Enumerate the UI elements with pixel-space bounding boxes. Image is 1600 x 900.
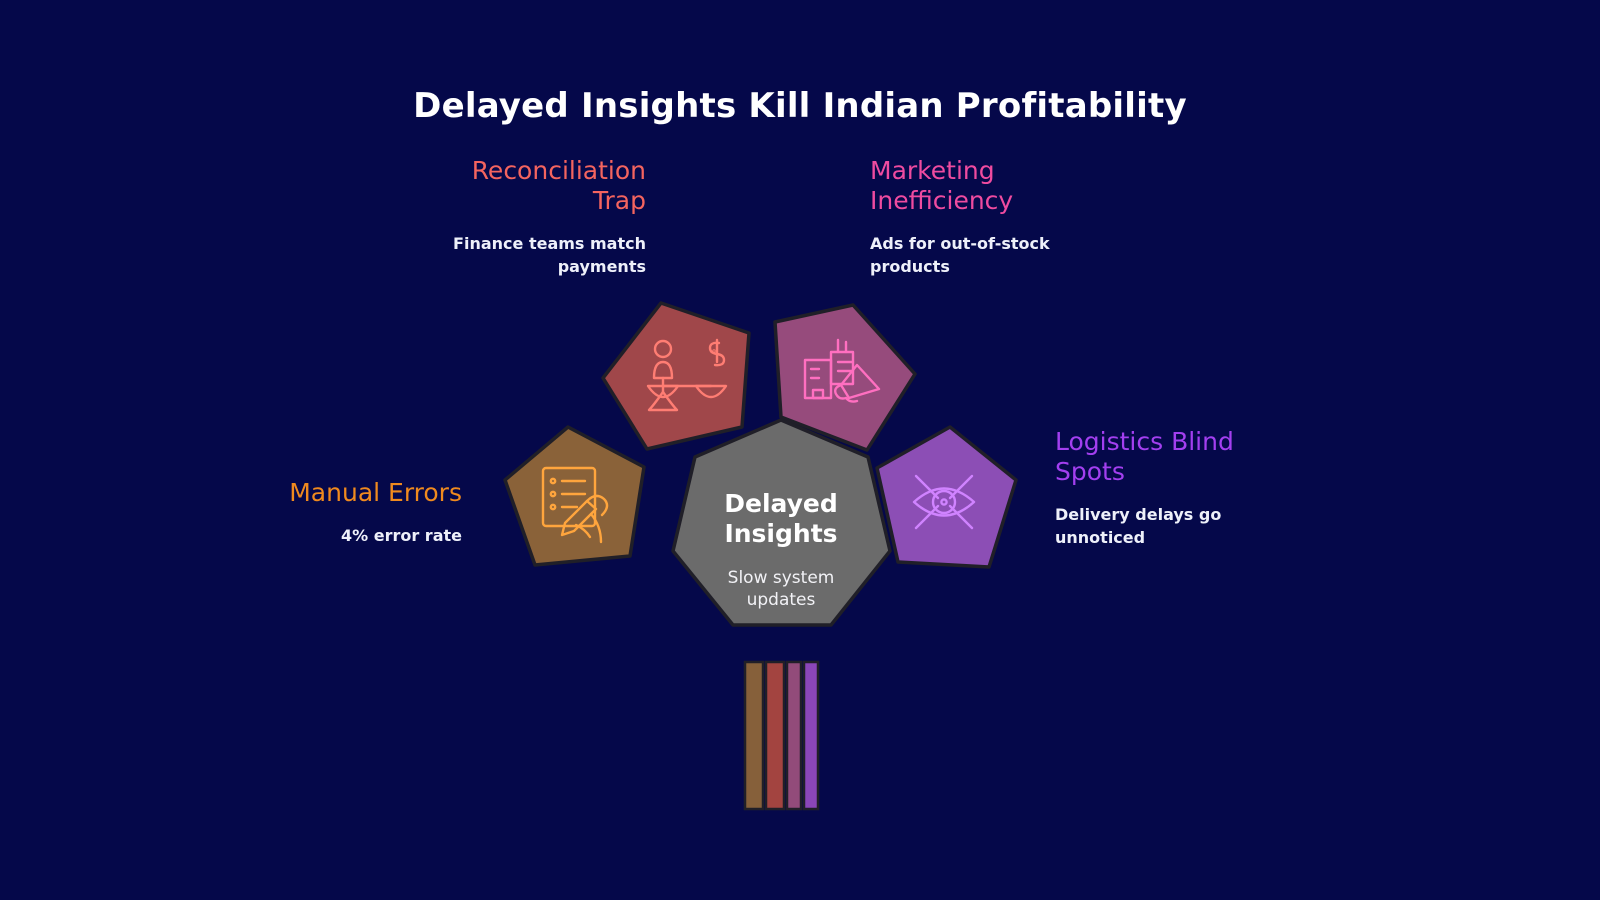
hub-title-line2: Insights — [724, 519, 837, 548]
callout-logistics-title-line1: Logistics Blind — [1055, 427, 1234, 456]
callout-logistics-desc-line2: unnoticed — [1055, 528, 1146, 547]
callout-reconciliation-desc-line2: payments — [557, 257, 646, 276]
callout-manual-errors-title-line1: Manual Errors — [289, 478, 462, 507]
callout-marketing[interactable]: Marketing Inefficiency Ads for out-of-st… — [870, 156, 1120, 278]
stem-bar-reconciliation — [764, 660, 786, 811]
page-title: Delayed Insights Kill Indian Profitabili… — [413, 86, 1187, 126]
callout-logistics[interactable]: Logistics Blind Spots Delivery delays go… — [1055, 427, 1305, 549]
stem-bar-manual-errors — [743, 660, 765, 811]
crossed-eye-icon — [912, 474, 976, 530]
hub-title-line1: Delayed — [724, 489, 838, 518]
balance-scale-icon — [646, 338, 728, 412]
callout-marketing-desc-line2: products — [870, 257, 950, 276]
callout-reconciliation-description: Finance teams match payments — [396, 232, 646, 278]
node-manual-errors-shape[interactable] — [503, 425, 646, 567]
node-marketing[interactable] — [773, 303, 917, 452]
hub-shape[interactable] — [671, 418, 892, 627]
callout-marketing-desc-line1: Ads for out-of-stock — [870, 234, 1050, 253]
callout-marketing-description: Ads for out-of-stock products — [870, 232, 1120, 278]
node-logistics[interactable] — [875, 425, 1018, 569]
callout-marketing-title: Marketing Inefficiency — [870, 156, 1120, 216]
node-logistics-shape[interactable] — [875, 425, 1018, 569]
callout-reconciliation[interactable]: Reconciliation Trap Finance teams match … — [396, 156, 646, 278]
node-marketing-shape[interactable] — [773, 303, 917, 452]
node-manual-errors[interactable] — [503, 425, 646, 567]
callout-manual-errors-description: 4% error rate — [230, 524, 462, 547]
callout-manual-errors[interactable]: Manual Errors 4% error rate — [230, 478, 462, 547]
megaphone-icon — [803, 338, 881, 403]
callout-marketing-title-line2: Inefficiency — [870, 186, 1014, 215]
node-hub[interactable]: Delayed Insights Slow system updates — [671, 418, 892, 627]
stem-bar-marketing — [785, 660, 803, 811]
callout-manual-errors-title: Manual Errors — [230, 478, 462, 508]
stem-group — [743, 660, 820, 811]
callout-reconciliation-desc-line1: Finance teams match — [453, 234, 646, 253]
callout-logistics-desc-line1: Delivery delays go — [1055, 505, 1222, 524]
handwriting-checklist-icon — [541, 466, 609, 544]
stem-bar-logistics — [802, 660, 820, 811]
node-reconciliation[interactable] — [601, 301, 751, 451]
callout-reconciliation-title-line1: Reconciliation — [471, 156, 646, 185]
callout-logistics-title: Logistics Blind Spots — [1055, 427, 1305, 487]
callout-marketing-title-line1: Marketing — [870, 156, 995, 185]
node-reconciliation-shape[interactable] — [601, 301, 751, 451]
callout-logistics-description: Delivery delays go unnoticed — [1055, 503, 1305, 549]
callout-manual-errors-desc-line1: 4% error rate — [340, 526, 462, 545]
callout-reconciliation-title-line2: Trap — [592, 186, 646, 215]
hub-description-line2: updates — [747, 590, 816, 610]
callout-logistics-title-line2: Spots — [1055, 457, 1125, 486]
callout-reconciliation-title: Reconciliation Trap — [396, 156, 646, 216]
hub-description-line1: Slow system — [728, 568, 835, 588]
